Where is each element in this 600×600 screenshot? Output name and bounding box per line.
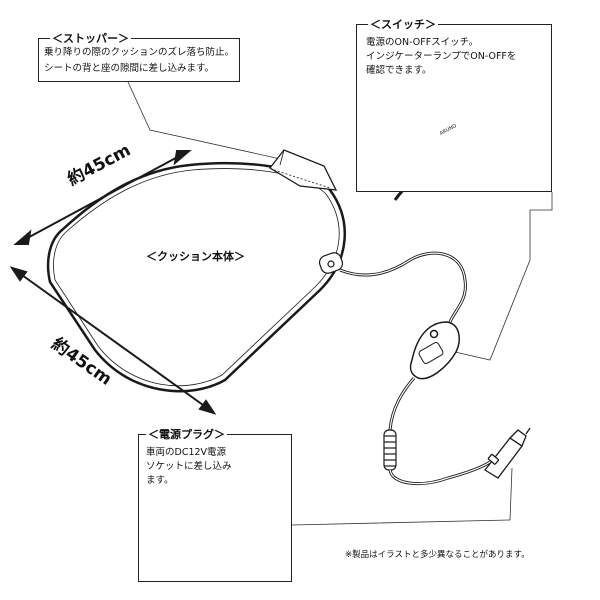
plug-leader-line xyxy=(291,467,513,526)
plug-line-2: ソケットに差し込み xyxy=(146,461,232,472)
stopper-line-1: 乗り降りの際のクッションのズレ落ち防止。 xyxy=(44,47,235,58)
stopper-title: ＜ストッパー＞ xyxy=(50,30,131,46)
disclaimer-note: ※製品はイラストと多少異なることがあります。 xyxy=(345,550,530,560)
plug-callout xyxy=(138,434,292,582)
switch-line-2: インジケーターランプでON-OFFを xyxy=(366,51,517,62)
width-dimension-arrow xyxy=(13,150,192,245)
cushion-body xyxy=(46,162,346,393)
coil-cord xyxy=(383,429,397,471)
power-cable xyxy=(339,251,467,323)
inline-switch xyxy=(409,321,460,380)
depth-dimension-arrow xyxy=(9,266,217,415)
plug-title: ＜電源プラグ＞ xyxy=(146,426,227,442)
switch-line-3: 確認できます。 xyxy=(366,65,432,76)
cushion-body-label: ＜クッション本体＞ xyxy=(146,250,245,263)
stopper-leader-line xyxy=(127,81,286,161)
cable-connector xyxy=(318,252,344,274)
stopper-line-2: シートの背と座の隙間に差し込みます。 xyxy=(44,63,215,74)
switch-title: ＜スイッチ＞ xyxy=(368,16,438,32)
switch-callout xyxy=(356,24,552,192)
switch-line-1: 電源のON-OFFスイッチ。 xyxy=(366,37,479,48)
plug-line-1: 車両のDC12V電源 xyxy=(146,447,227,458)
plug-line-3: ます。 xyxy=(146,475,174,486)
car-plug-small xyxy=(484,427,531,479)
switch-leader-line xyxy=(454,192,553,361)
stopper-flap xyxy=(269,149,338,191)
